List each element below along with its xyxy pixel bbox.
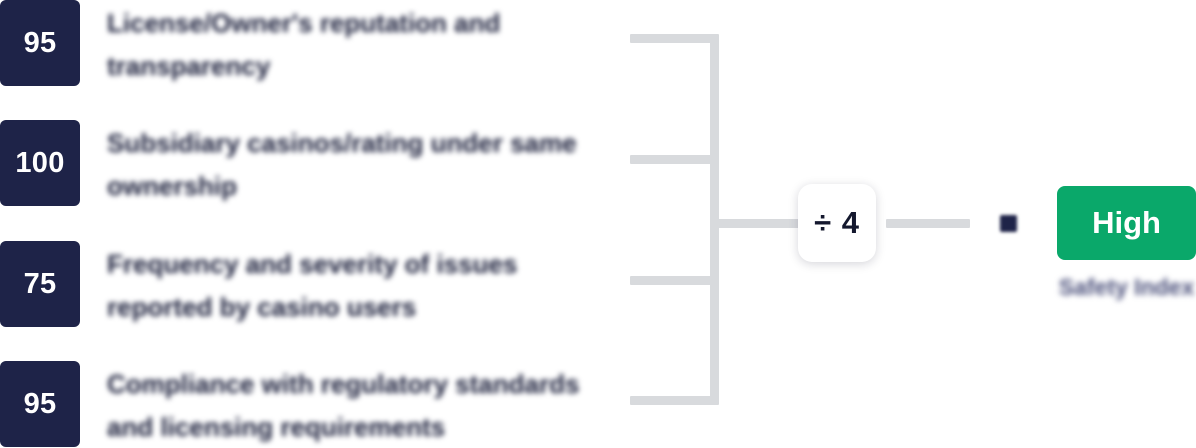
result-group: High Safety Index [1057,186,1196,302]
equals-sign-icon [1000,215,1017,232]
criteria-label: Compliance with regulatory standards and… [107,369,580,442]
criteria-row: 95 License/Owner's reputation and transp… [0,0,620,86]
divide-operator-box: ÷ 4 [798,184,876,262]
grouping-bracket-icon [630,0,730,448]
criteria-score-badge: 75 [0,241,80,327]
criteria-row: 95 Compliance with regulatory standards … [0,361,620,447]
bracket-arm [630,155,718,164]
result-caption: Safety Index [1058,274,1195,300]
criteria-score-badge: 100 [0,120,80,206]
criteria-label: Subsidiary casinos/rating under same own… [107,128,577,201]
bracket-arm [630,396,718,405]
bracket-arm [630,34,718,43]
result-rating-badge: High [1057,186,1196,260]
criteria-label: Frequency and severity of issues reporte… [107,249,518,322]
connector-line-to-equals [886,219,970,228]
criteria-score-badge: 95 [0,0,80,86]
bracket-arm [630,276,718,285]
connector-line-to-operator [718,219,804,228]
criteria-label: License/Owner's reputation and transpare… [107,8,501,81]
criteria-row: 75 Frequency and severity of issues repo… [0,241,620,327]
criteria-list: 95 License/Owner's reputation and transp… [0,0,620,447]
criteria-row: 100 Subsidiary casinos/rating under same… [0,120,620,206]
criteria-score-badge: 95 [0,361,80,447]
